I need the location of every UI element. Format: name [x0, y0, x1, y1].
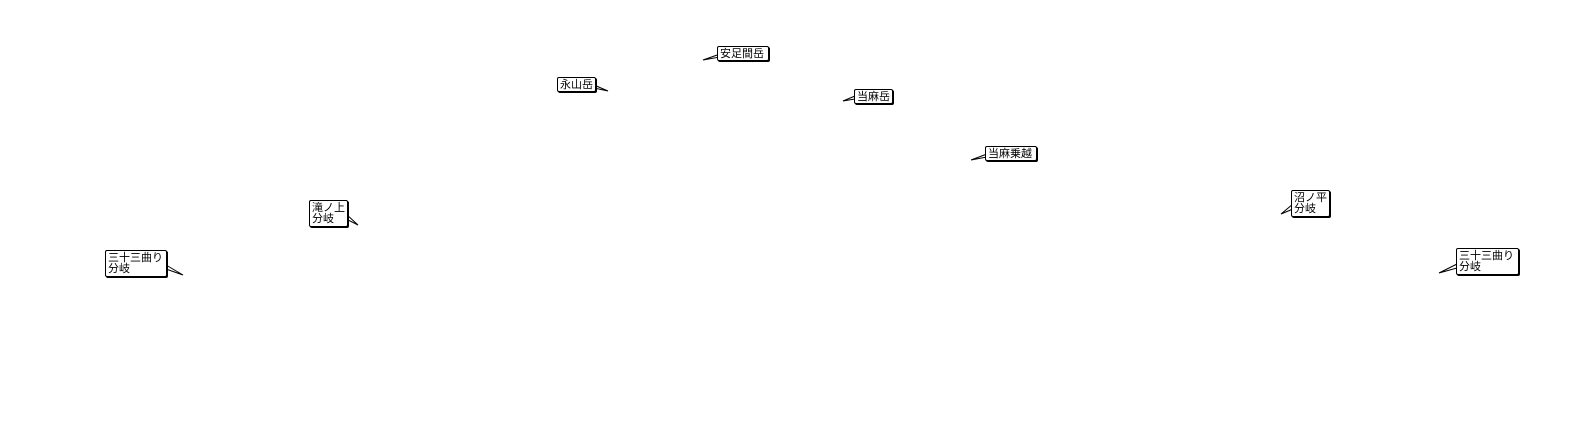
label-line: 当麻岳: [857, 90, 890, 103]
label-line: 当麻乗越: [988, 147, 1032, 160]
label-line: 三十三曲り: [108, 251, 163, 264]
label-line: 安足間岳: [720, 47, 764, 60]
label-line: 沼ノ平: [1294, 191, 1327, 204]
label-line: 分岐: [1459, 260, 1481, 273]
junction-label-numanotaira: 沼ノ平 分岐: [1291, 190, 1330, 217]
leader-line-eizandake: [593, 84, 609, 92]
label-line: 分岐: [312, 212, 334, 225]
leader-line-sanjusanmagari-junction-west: [165, 264, 184, 276]
label-line: 滝ノ上: [312, 201, 345, 214]
label-line: 三十三曲り: [1459, 249, 1514, 262]
leader-line-sanjusanmagari-junction-east: [1438, 263, 1458, 274]
junction-label-sanjusanmagari-east: 三十三曲り 分岐: [1456, 248, 1519, 275]
junction-label-takinoue: 滝ノ上 分岐: [309, 200, 348, 227]
pass-label-taima-norikoshi: 当麻乗越: [985, 146, 1037, 161]
peak-label-taimadake: 当麻岳: [854, 89, 893, 104]
label-line: 分岐: [1294, 202, 1316, 215]
label-line: 永山岳: [560, 78, 593, 91]
peak-label-ashitakadake: 安足間岳: [717, 46, 769, 61]
peak-label-eizandake: 永山岳: [557, 77, 596, 92]
junction-label-sanjusanmagari-west: 三十三曲り 分岐: [105, 250, 167, 277]
label-line: 分岐: [108, 262, 130, 275]
